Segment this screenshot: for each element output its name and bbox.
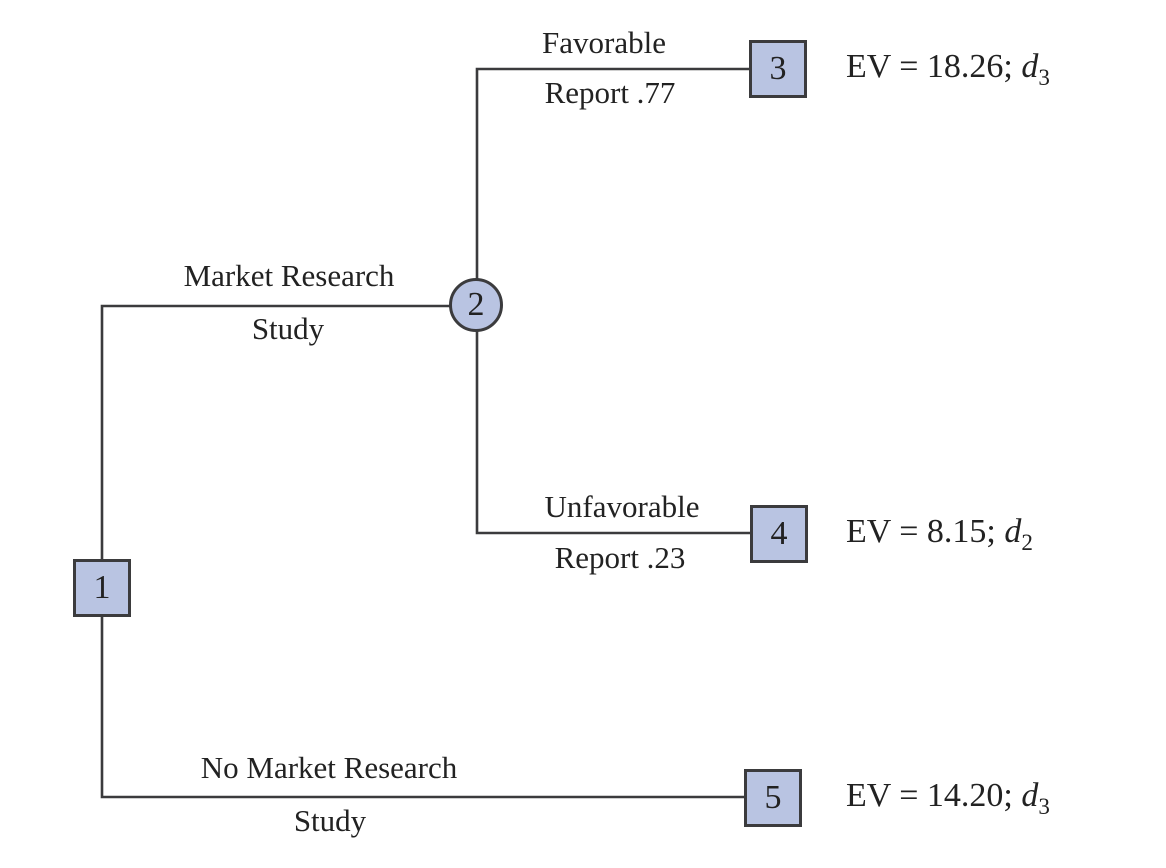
ev-node-5-variable: d	[1021, 777, 1039, 814]
label-unfavorable-top: Unfavorable	[544, 489, 700, 524]
branch-favorable-line	[475, 67, 751, 282]
node-5-label: 5	[764, 779, 782, 816]
ev-node-5-value: EV = 14.20;	[846, 777, 1022, 814]
label-unfavorable-bottom: Report .23	[554, 540, 686, 575]
label-market-research-bottom: Study	[251, 311, 325, 346]
ev-node-5-subscript: 3	[1038, 793, 1050, 820]
node-3-label: 3	[769, 50, 787, 87]
branch-market-research-line	[100, 304, 450, 560]
ev-node-3: EV = 18.26; d3	[846, 47, 1050, 91]
branch-unfavorable-line	[475, 329, 752, 535]
node-1-label: 1	[93, 569, 111, 606]
ev-node-4-value: EV = 8.15;	[846, 513, 1005, 550]
ev-node-4: EV = 8.15; d2	[846, 512, 1033, 556]
node-2: 2	[449, 278, 503, 332]
ev-node-3-value: EV = 18.26;	[846, 48, 1022, 85]
branch-no-market-research-line	[100, 616, 746, 799]
node-5: 5	[744, 769, 802, 827]
label-no-market-research-top: No Market Research	[200, 750, 458, 785]
label-favorable-bottom: Report .77	[544, 75, 676, 110]
node-1: 1	[73, 559, 131, 617]
node-4: 4	[750, 505, 808, 563]
ev-node-3-variable: d	[1021, 48, 1039, 85]
label-market-research-top: Market Research	[183, 258, 395, 293]
node-4-label: 4	[770, 515, 788, 552]
label-favorable-top: Favorable	[542, 25, 666, 60]
ev-node-4-subscript: 2	[1021, 529, 1033, 556]
node-2-label: 2	[467, 286, 485, 323]
label-no-market-research-bottom: Study	[293, 803, 367, 838]
node-3: 3	[749, 40, 807, 98]
ev-node-4-variable: d	[1004, 513, 1022, 550]
ev-node-3-subscript: 3	[1038, 64, 1050, 91]
ev-node-5: EV = 14.20; d3	[846, 776, 1050, 820]
